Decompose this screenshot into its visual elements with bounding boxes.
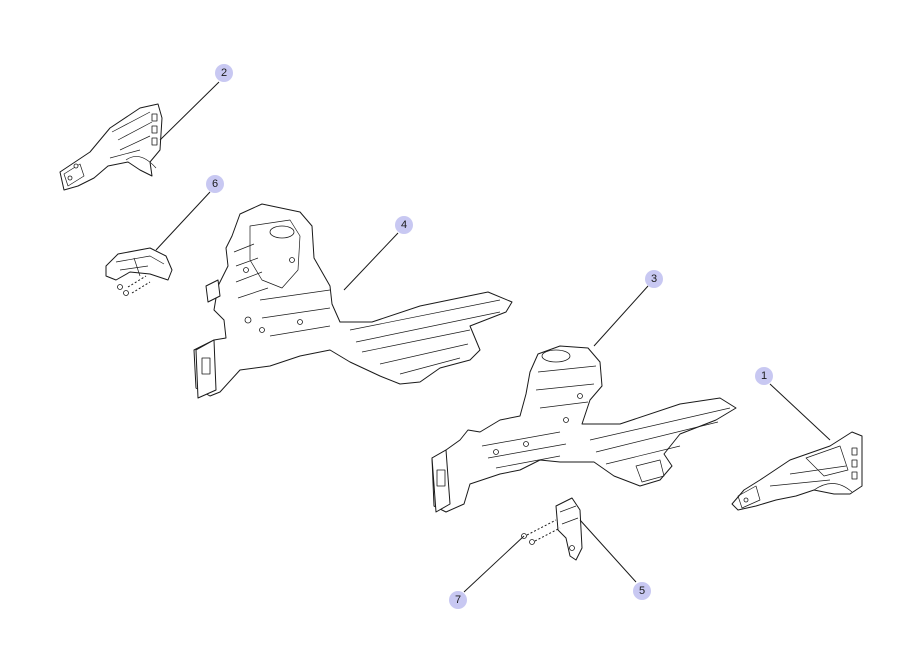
svg-text:2: 2 [221, 67, 227, 79]
callout-2: 2 [215, 64, 233, 82]
callout-1: 1 [755, 367, 773, 385]
part-3-right-rail-assembly [431, 345, 737, 513]
part-6-small-bracket [105, 247, 173, 296]
part-4-left-rail-assembly [193, 203, 513, 399]
callout-4: 4 [395, 216, 413, 234]
svg-text:3: 3 [651, 273, 657, 285]
part-7-fasteners [521, 519, 561, 545]
svg-text:4: 4 [401, 219, 407, 231]
leader-lines [155, 81, 831, 593]
svg-text:5: 5 [639, 585, 645, 597]
part-2-rail-bracket [59, 103, 163, 191]
svg-text:7: 7 [455, 594, 461, 606]
part-1-rail-bracket [731, 431, 863, 511]
callout-7: 7 [449, 591, 467, 609]
callout-3: 3 [645, 270, 663, 288]
callout-6: 6 [206, 175, 224, 193]
part-5-bracket [555, 497, 583, 561]
callout-5: 5 [633, 582, 651, 600]
svg-text:6: 6 [212, 178, 218, 190]
svg-text:1: 1 [761, 370, 767, 382]
